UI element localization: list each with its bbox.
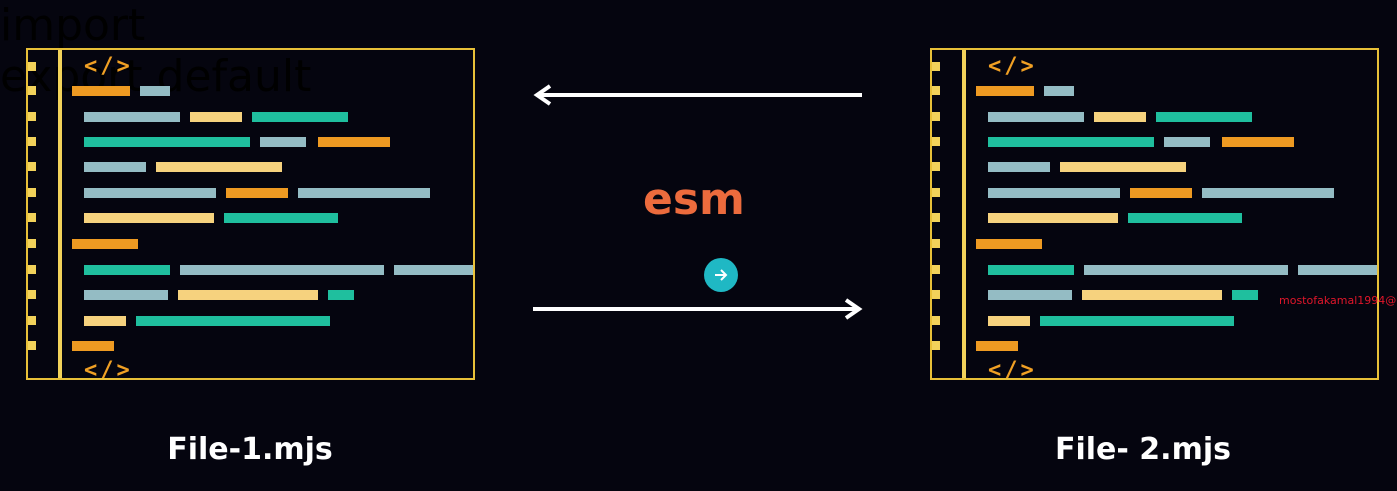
code-token-bar	[1156, 112, 1252, 122]
file-1-code-window: </> </>	[26, 48, 475, 380]
gutter-divider	[58, 50, 62, 378]
code-token-bar	[252, 112, 348, 122]
gutter-line-marker	[932, 213, 940, 222]
code-token-bar	[988, 188, 1120, 198]
code-token-bar	[84, 162, 146, 172]
code-token-bar	[1128, 213, 1242, 223]
close-code-tag: </>	[988, 358, 1037, 380]
gutter-line-marker	[932, 341, 940, 350]
gutter-line-marker	[28, 239, 36, 248]
code-token-bar	[1130, 188, 1192, 198]
code-token-bar	[1082, 290, 1222, 300]
code-token-bar	[72, 341, 114, 351]
code-token-bar	[318, 137, 390, 147]
gutter-line-marker	[28, 213, 36, 222]
gutter-line-marker	[28, 316, 36, 325]
gutter-line-marker	[932, 62, 940, 71]
code-token-bar	[1222, 137, 1294, 147]
gutter-line-marker	[28, 341, 36, 350]
code-token-bar	[140, 86, 170, 96]
code-token-bar	[1060, 162, 1186, 172]
code-token-bar	[84, 265, 170, 275]
code-token-bar	[1094, 112, 1146, 122]
code-token-bar	[988, 162, 1050, 172]
gutter-line-marker	[932, 162, 940, 171]
gutter-line-marker	[28, 188, 36, 197]
code-token-bar	[84, 188, 216, 198]
code-token-bar	[988, 265, 1074, 275]
code-token-bar	[178, 290, 318, 300]
code-token-bar	[988, 213, 1118, 223]
code-token-bar	[976, 239, 1042, 249]
code-token-bar	[136, 316, 330, 326]
gutter-line-marker	[28, 162, 36, 171]
code-token-bar	[226, 188, 288, 198]
code-token-bar	[84, 137, 250, 147]
code-token-bar	[328, 290, 354, 300]
esm-label: esm	[643, 174, 745, 225]
code-token-bar	[988, 290, 1072, 300]
code-token-bar	[298, 188, 430, 198]
gutter-line-marker	[932, 137, 940, 146]
code-token-bar	[180, 265, 384, 275]
gutter-line-marker	[28, 62, 36, 71]
import-label: import	[0, 0, 146, 51]
gutter-line-marker	[28, 86, 36, 95]
gutter-line-marker	[932, 86, 940, 95]
gutter-divider	[962, 50, 966, 378]
gutter-line-marker	[28, 137, 36, 146]
file-2-caption: File- 2.mjs	[1055, 432, 1231, 467]
gutter-line-marker	[932, 112, 940, 121]
code-token-bar	[260, 137, 306, 147]
export-arrow-icon	[533, 298, 863, 320]
code-token-bar	[84, 290, 168, 300]
gutter-line-marker	[932, 239, 940, 248]
gutter-line-marker	[932, 316, 940, 325]
code-token-bar	[988, 316, 1030, 326]
gutter-line-marker	[28, 265, 36, 274]
watermark: mostofakamal1994@	[1279, 294, 1397, 307]
gutter-line-marker	[28, 112, 36, 121]
play-button[interactable]	[704, 258, 738, 292]
gutter-line-marker	[28, 290, 36, 299]
code-token-bar	[1084, 265, 1288, 275]
code-token-bar	[190, 112, 242, 122]
import-arrow-icon	[533, 84, 862, 106]
gutter-line-marker	[932, 265, 940, 274]
code-token-bar	[976, 341, 1018, 351]
open-code-tag: </>	[84, 54, 133, 79]
code-token-bar	[72, 239, 138, 249]
code-token-bar	[72, 86, 130, 96]
code-token-bar	[976, 86, 1034, 96]
code-token-bar	[84, 316, 126, 326]
file-2-code-window: </> </>	[930, 48, 1379, 380]
code-token-bar	[988, 112, 1084, 122]
open-code-tag: </>	[988, 54, 1037, 79]
code-token-bar	[988, 137, 1154, 147]
gutter-line-marker	[932, 188, 940, 197]
code-token-bar	[1202, 188, 1334, 198]
code-token-bar	[1164, 137, 1210, 147]
code-token-bar	[156, 162, 282, 172]
code-token-bar	[84, 213, 214, 223]
code-token-bar	[1298, 265, 1377, 275]
code-token-bar	[394, 265, 473, 275]
code-token-bar	[1040, 316, 1234, 326]
close-code-tag: </>	[84, 358, 133, 380]
gutter-line-marker	[932, 290, 940, 299]
code-token-bar	[1232, 290, 1258, 300]
file-1-caption: File-1.mjs	[167, 432, 333, 467]
code-token-bar	[224, 213, 338, 223]
code-token-bar	[1044, 86, 1074, 96]
arrow-right-circle-icon	[715, 269, 728, 281]
code-token-bar	[84, 112, 180, 122]
